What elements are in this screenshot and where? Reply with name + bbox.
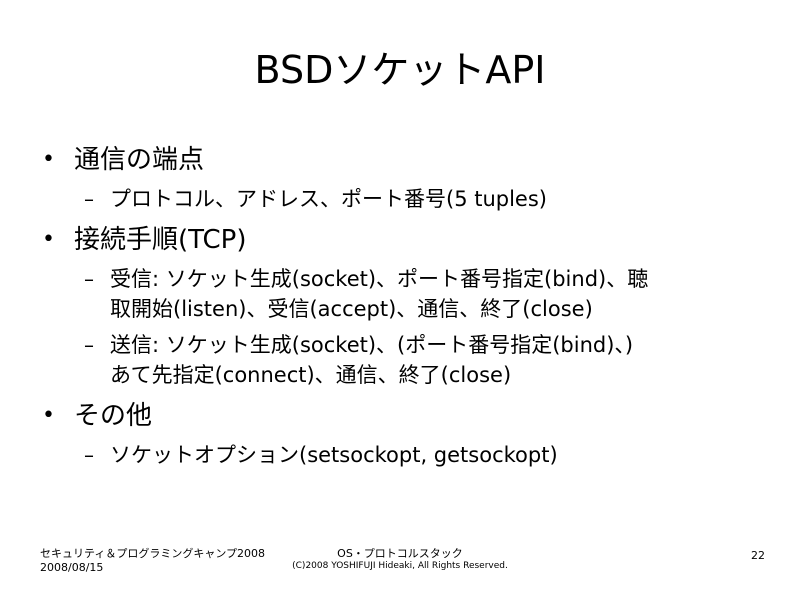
footer-event-name: セキュリティ＆プログラミングキャンプ2008 — [40, 547, 266, 560]
sub-bullet-item: – 送信: ソケット生成(socket)、(ポート番号指定(bind)、) あて… — [84, 330, 762, 390]
footer-center: OS・プロトコルスタック (C)2008 YOSHIFUJI Hideaki, … — [250, 547, 550, 573]
bullet-item: • 接続手順(TCP) — [42, 222, 762, 258]
bullet-text: その他 — [74, 401, 153, 431]
dash-icon: – — [84, 443, 94, 467]
bullet-dot-icon: • — [42, 403, 55, 428]
sub-bullet-text-line: 取開始(listen)、受信(accept)、通信、終了(close) — [110, 297, 593, 321]
sub-bullet-text-line: 送信: ソケット生成(socket)、(ポート番号指定(bind)、) — [110, 333, 634, 357]
bullet-text: 接続手順(TCP) — [74, 225, 247, 255]
bullet-item: • その他 — [42, 398, 762, 434]
footer-left: セキュリティ＆プログラミングキャンプ2008 2008/08/15 — [40, 547, 265, 575]
footer-topic: OS・プロトコルスタック — [337, 547, 463, 560]
slide-title: BSDソケットAPI — [254, 48, 546, 92]
bullet-item: • 通信の端点 — [42, 142, 762, 178]
bullet-dot-icon: • — [42, 227, 55, 252]
sub-bullet-text-line: あて先指定(connect)、通信、終了(close) — [110, 363, 512, 387]
sub-bullet-text-line: 受信: ソケット生成(socket)、ポート番号指定(bind)、聴 — [110, 267, 649, 291]
slide-content: • 通信の端点 – プロトコル、アドレス、ポート番号(5 tuples) • 接… — [42, 142, 762, 470]
dash-icon: – — [84, 267, 94, 291]
footer-copyright: (C)2008 YOSHIFUJI Hideaki, All Rights Re… — [292, 561, 508, 571]
sub-bullet-text: プロトコル、アドレス、ポート番号(5 tuples) — [110, 187, 547, 211]
dash-icon: – — [84, 187, 94, 211]
dash-icon: – — [84, 333, 94, 357]
bullet-text: 通信の端点 — [74, 145, 205, 175]
sub-bullet-item: – ソケットオプション(setsockopt, getsockopt) — [84, 440, 762, 470]
page-number: 22 — [751, 549, 765, 562]
sub-bullet-item: – プロトコル、アドレス、ポート番号(5 tuples) — [84, 184, 762, 214]
bullet-dot-icon: • — [42, 147, 55, 172]
sub-bullet-item: – 受信: ソケット生成(socket)、ポート番号指定(bind)、聴 取開始… — [84, 264, 762, 324]
footer-date: 2008/08/15 — [40, 561, 104, 574]
sub-bullet-text: ソケットオプション(setsockopt, getsockopt) — [110, 443, 558, 467]
